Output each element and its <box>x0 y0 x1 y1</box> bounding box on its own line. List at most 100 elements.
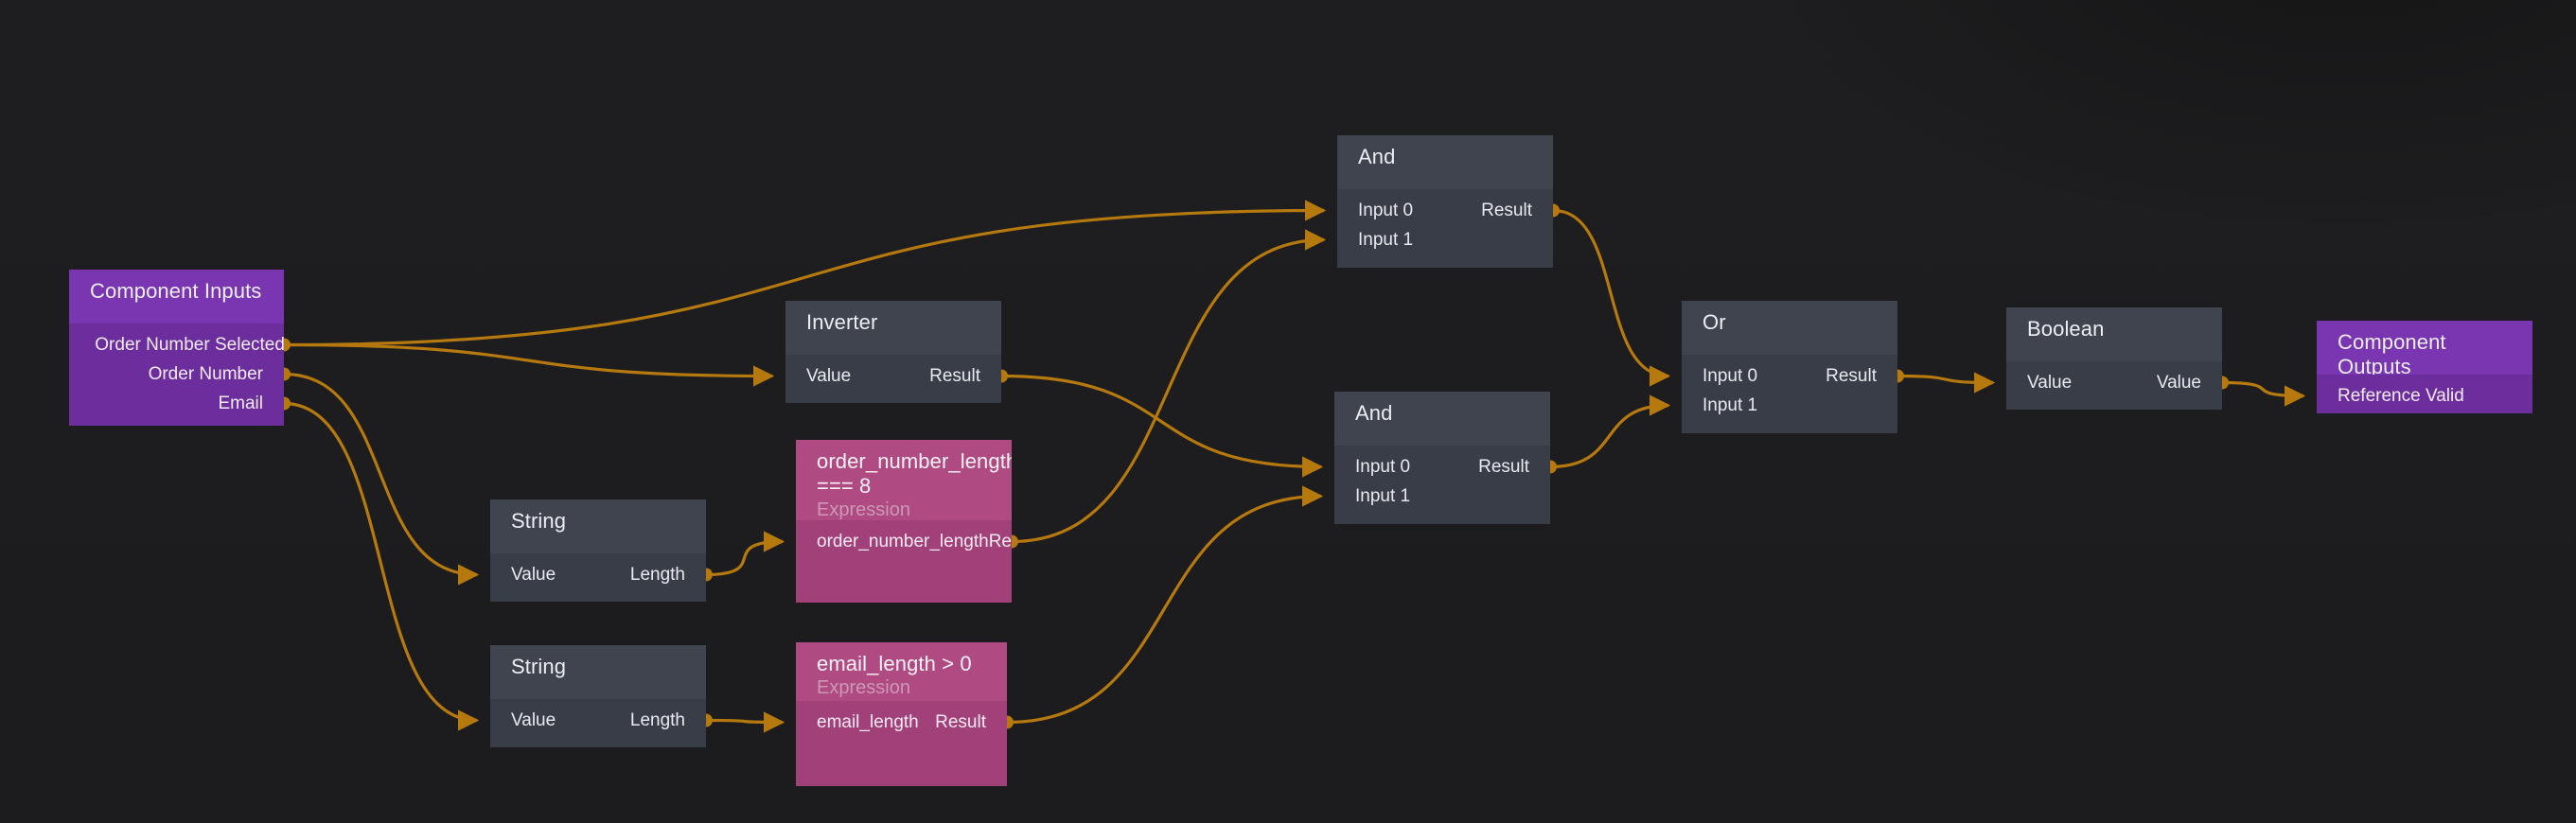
output-port-result[interactable]: Result <box>935 711 986 732</box>
node-title: Component Inputs <box>90 279 262 303</box>
port-row: Reference Valid <box>2317 381 2532 411</box>
node-body-inverter: Value Result <box>785 355 1001 403</box>
output-port-result[interactable]: Result <box>1478 456 1529 477</box>
edge-12[interactable] <box>2221 380 2306 407</box>
edge-9[interactable] <box>1552 208 1671 387</box>
output-port-length[interactable]: Length <box>629 709 685 730</box>
port-row: Value Length <box>490 560 706 589</box>
output-port-result[interactable]: Result <box>1826 365 1877 386</box>
node-body-string-order-number: Value Length <box>490 553 706 602</box>
node-body-component-inputs: .Order Number Selected.Order Number.Emai… <box>69 324 284 426</box>
node-header-component-outputs[interactable]: Component Outputs <box>2317 321 2532 378</box>
node-title: Component Outputs <box>2338 330 2446 378</box>
node-header-and-top[interactable]: And <box>1337 135 1553 189</box>
port-row: Value Value <box>2006 368 2222 397</box>
input-port-email-length[interactable]: email_length <box>817 711 919 732</box>
port-row: .Order Number <box>69 359 284 389</box>
node-title: email_length > 0 <box>817 652 972 675</box>
node-title: Or <box>1703 310 1726 334</box>
node-component-inputs[interactable]: Component Inputs .Order Number Selected.O… <box>69 270 284 426</box>
node-title: order_number_length === 8 <box>817 449 1012 498</box>
port-row: Input 0 Result <box>1334 452 1550 482</box>
output-port-result[interactable]: Result <box>929 365 980 386</box>
input-port-value[interactable]: Value <box>511 709 556 730</box>
input-port-input-1[interactable]: Input 1 <box>1358 229 1414 250</box>
edge-3[interactable] <box>283 401 480 731</box>
port-row: email_length Result <box>796 708 1007 737</box>
output-port-length[interactable]: Length <box>629 564 685 585</box>
node-title: And <box>1358 145 1396 168</box>
edge-4[interactable] <box>1000 374 1324 478</box>
node-body-expression-email-length: email_length Result <box>796 701 1007 786</box>
node-header-inverter[interactable]: Inverter <box>785 301 1001 355</box>
node-subtitle: Expression <box>817 677 910 698</box>
port-row: .Order Number Selected <box>69 330 284 359</box>
node-header-and-bottom[interactable]: And <box>1334 392 1550 446</box>
edge-7[interactable] <box>705 711 785 733</box>
input-port-value[interactable]: Value <box>2027 372 2073 393</box>
node-subtitle: Expression <box>817 499 910 520</box>
port-row: Value Length <box>490 706 706 735</box>
input-port-value[interactable]: Value <box>806 365 852 386</box>
port-row: Input 1 <box>1337 225 1553 254</box>
input-port-input-0[interactable]: Input 0 <box>1703 365 1758 386</box>
node-title: Inverter <box>806 310 878 334</box>
port-row: Value Result <box>785 361 1001 391</box>
edge-11[interactable] <box>1897 372 1996 394</box>
output-port-email[interactable]: Email <box>218 393 263 413</box>
node-body-string-email: Value Length <box>490 699 706 747</box>
output-port-result[interactable]: Result <box>1481 200 1532 220</box>
edge-2[interactable] <box>283 372 480 586</box>
node-header-or[interactable]: Or <box>1682 301 1897 355</box>
input-port-input-1[interactable]: Input 1 <box>1703 394 1758 415</box>
edge-8[interactable] <box>1006 485 1324 725</box>
input-port-reference-valid[interactable]: Reference Valid <box>2338 385 2464 406</box>
port-row: Input 1 <box>1682 391 1897 420</box>
edge-6[interactable] <box>1011 229 1327 544</box>
node-header-component-inputs[interactable]: Component Inputs <box>69 270 284 324</box>
input-port-value[interactable]: Value <box>511 564 556 585</box>
output-port-order-number[interactable]: Order Number <box>148 363 263 384</box>
input-port-input-0[interactable]: Input 0 <box>1358 200 1414 220</box>
port-row: Input 1 <box>1334 482 1550 511</box>
node-body-component-outputs: Reference Valid <box>2317 375 2532 413</box>
edge-10[interactable] <box>1549 394 1671 469</box>
port-row: Input 0 Result <box>1682 361 1897 391</box>
node-body-boolean: Value Value <box>2006 361 2222 410</box>
node-title: And <box>1355 401 1393 425</box>
port-row: .Email <box>69 389 284 418</box>
edge-1[interactable] <box>283 342 775 387</box>
node-header-string-email[interactable]: String <box>490 645 706 699</box>
node-title: Boolean <box>2027 317 2105 341</box>
input-port-input-0[interactable]: Input 0 <box>1355 456 1411 477</box>
output-port-value[interactable]: Value <box>2156 372 2201 393</box>
output-port-order-number-selected[interactable]: Order Number Selected <box>95 334 284 355</box>
input-port-input-1[interactable]: Input 1 <box>1355 485 1411 506</box>
port-row: Input 0 Result <box>1337 196 1553 225</box>
node-title: String <box>511 509 567 533</box>
node-header-boolean[interactable]: Boolean <box>2006 307 2222 361</box>
input-port-order-number-length[interactable]: order_number_length <box>817 531 989 552</box>
node-header-string-order-number[interactable]: String <box>490 499 706 553</box>
edge-5[interactable] <box>705 531 785 577</box>
output-port-result[interactable]: Result <box>988 531 1012 552</box>
